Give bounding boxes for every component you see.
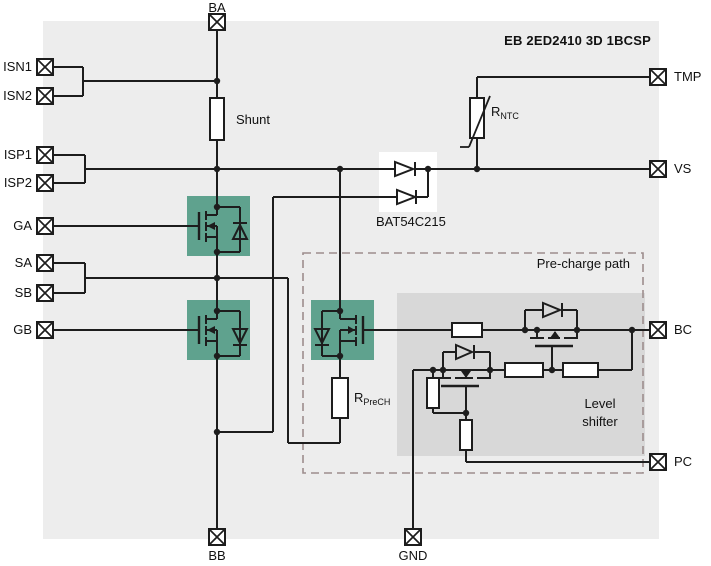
terminal-ba [208,13,226,31]
terminal-pc [649,453,667,471]
level-shifter-mosfet-high [524,301,578,370]
terminal-isp2 [36,174,54,192]
pin-label-isp1: ISP1 [3,147,32,162]
rntc-label: RNTC [491,104,519,121]
pin-label-ga: GA [13,218,32,233]
pin-label-sa: SA [14,255,32,270]
terminal-isp1 [36,146,54,164]
level-shifter-resistors [426,322,599,451]
terminal-isn2 [36,87,54,105]
wires [53,30,650,529]
mosfet-b-symbol [197,300,249,360]
terminal-gnd [404,528,422,546]
terminal-isn1 [36,58,54,76]
ntc-resistor [460,95,491,148]
mosfet-a-symbol [197,196,249,256]
rprech-label: RPreCH [354,390,391,407]
terminal-gb [36,321,54,339]
bat54-diode-pair [394,160,418,206]
bat54-label: BAT54C215 [376,214,446,229]
precharge-path-label: Pre-charge path [536,256,630,271]
board-title: EB 2ED2410 3D 1BCSP [504,33,651,48]
terminal-ga [36,217,54,235]
pin-label-ba: BA [208,0,226,15]
shunt-label: Shunt [236,112,270,127]
pin-label-sb: SB [14,285,32,300]
pin-label-vs: VS [674,161,692,176]
precharge-resistor [331,377,349,419]
pin-label-bc: BC [674,322,693,337]
level-shifter-label-2: shifter [582,414,618,429]
pin-label-isp2: ISP2 [3,175,32,190]
pin-label-gb: GB [13,322,32,337]
terminal-bc [649,321,667,339]
terminal-bb [208,528,226,546]
terminal-sa [36,254,54,272]
terminal-vs [649,160,667,178]
precharge-path-box [302,252,644,474]
pin-label-isn2: ISN2 [3,88,32,103]
shunt-resistor [209,97,225,141]
pin-label-pc: PC [674,454,693,469]
pin-label-tmp: TMP [674,69,702,84]
terminal-sb [36,284,54,302]
pin-label-gnd: GND [398,548,428,563]
pin-label-bb: BB [208,548,226,563]
level-shifter-label-1: Level [584,396,616,411]
junction-dots [213,77,636,436]
pin-label-isn1: ISN1 [3,59,32,74]
terminal-tmp [649,68,667,86]
